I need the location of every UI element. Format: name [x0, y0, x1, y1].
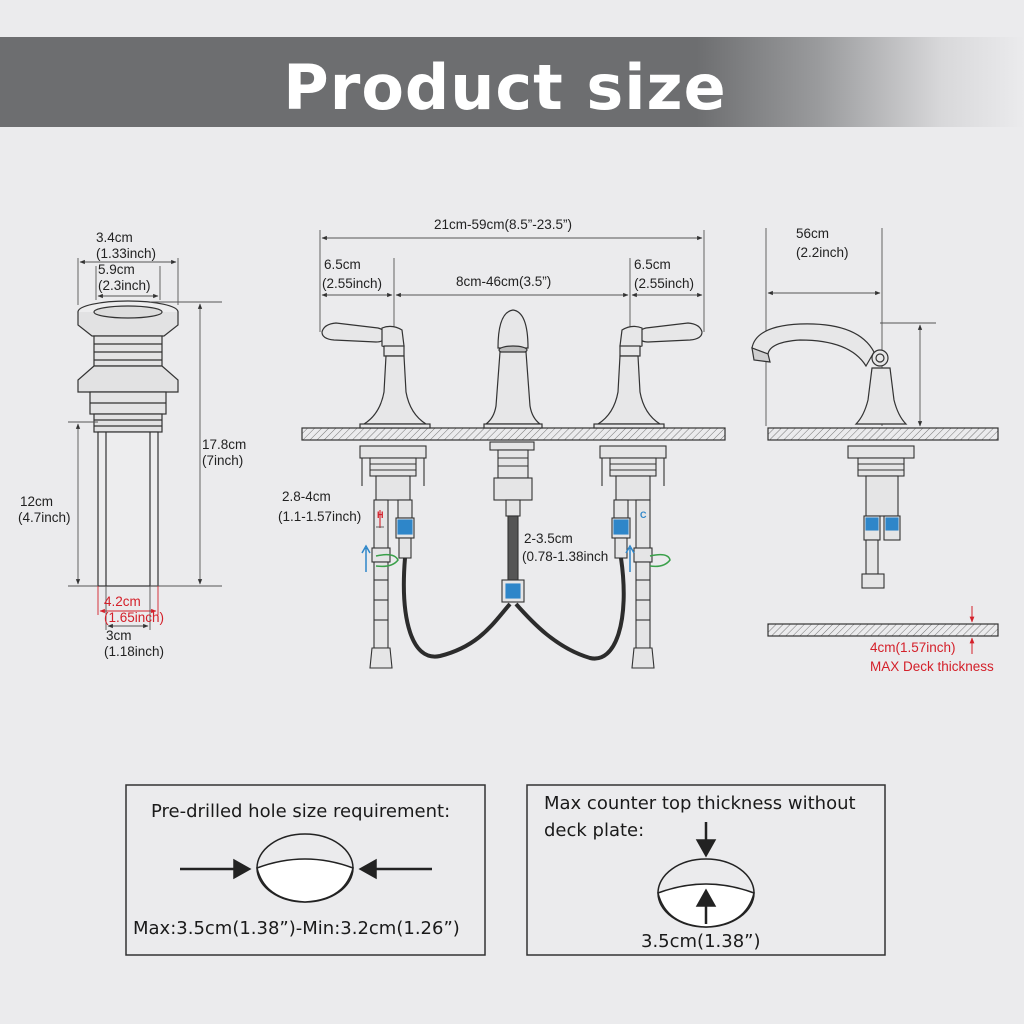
front-deck-plate [301, 427, 726, 441]
spout-shank-length: 2-3.5cm [524, 531, 573, 546]
hot-tag: H [377, 510, 384, 520]
hot-valve-assembly [359, 445, 427, 669]
drain-tail-outer-inch: (1.65inch) [104, 610, 164, 625]
cold-up-arrow-icon [625, 544, 635, 572]
spout-reach: 56cm [796, 226, 829, 241]
cold-handle [593, 322, 703, 429]
front-dimension-lines [319, 230, 705, 332]
drain-flange-width-inch: (2.3inch) [98, 278, 151, 293]
hot-up-arrow-icon [361, 544, 371, 572]
cold-blue-fitting [613, 519, 629, 535]
right-handle-width-inch: (2.55inch) [634, 276, 694, 291]
hole-illustration [180, 833, 432, 903]
drain-tail-inner: 3cm [106, 628, 132, 643]
hot-rotate-arrow-icon [375, 553, 399, 568]
drain-tail-height: 12cm [20, 494, 53, 509]
side-valve-assembly [847, 445, 915, 589]
counter-thickness-value: 3.5cm(1.38”) [641, 931, 761, 952]
deck-thickness: 4cm(1.57inch) [870, 640, 956, 655]
spout-reach-inch: (2.2inch) [796, 245, 849, 260]
counter-thickness-heading-1: Max counter top thickness without [544, 793, 856, 814]
drain-tail-inner-inch: (1.18inch) [104, 644, 164, 659]
drain-tail-outer: 4.2cm [104, 594, 141, 609]
right-handle-width: 6.5cm [634, 257, 671, 272]
shank-length: 2.8-4cm [282, 489, 331, 504]
left-handle-width: 6.5cm [324, 257, 361, 272]
counter-thickness-heading-2: deck plate: [544, 820, 644, 841]
center-spout [483, 309, 543, 429]
hole-size-box [125, 784, 486, 956]
hole-size-value: Max:3.5cm(1.38”)-Min:3.2cm(1.26”) [133, 918, 460, 939]
shank-length-inch: (1.1-1.57inch) [278, 509, 361, 524]
side-deck-plate [767, 427, 999, 441]
overall-spread-label: 21cm-59cm(8.5”-23.5”) [434, 217, 572, 232]
drain-total-height: 17.8cm [202, 437, 246, 452]
deck-thickness-note: MAX Deck thickness [870, 659, 994, 674]
cold-valve-assembly [599, 445, 667, 669]
hole-size-heading: Pre-drilled hole size requirement: [151, 801, 450, 822]
cold-supply-hose [514, 557, 626, 661]
drain-top-width: 3.4cm [96, 230, 133, 245]
side-faucet [751, 323, 908, 425]
drain-total-height-inch: (7inch) [202, 453, 243, 468]
hot-handle [321, 322, 431, 429]
center-spread-label: 8cm-46cm(3.5”) [456, 274, 551, 289]
drain-dimension-lines [68, 258, 222, 630]
max-deck-illustration [767, 623, 999, 637]
drain-drawing [77, 300, 179, 587]
counter-illustration [657, 822, 755, 928]
spout-shank-length-inch: (0.78-1.38inch [522, 549, 608, 564]
page-title: Product size [283, 51, 727, 124]
hot-blue-fitting [397, 519, 413, 535]
cold-tag: C [640, 510, 647, 520]
drain-tail-height-inch: (4.7inch) [18, 510, 71, 525]
counter-thickness-box [526, 784, 886, 956]
cold-rotate-arrow-icon [649, 553, 671, 568]
spout-shank-assembly [489, 441, 535, 603]
title-banner: Product size [0, 37, 1024, 127]
hot-supply-hose [401, 557, 512, 659]
drain-flange-width: 5.9cm [98, 262, 135, 277]
left-handle-width-inch: (2.55inch) [322, 276, 382, 291]
drain-top-width-inch: (1.33inch) [96, 246, 156, 261]
